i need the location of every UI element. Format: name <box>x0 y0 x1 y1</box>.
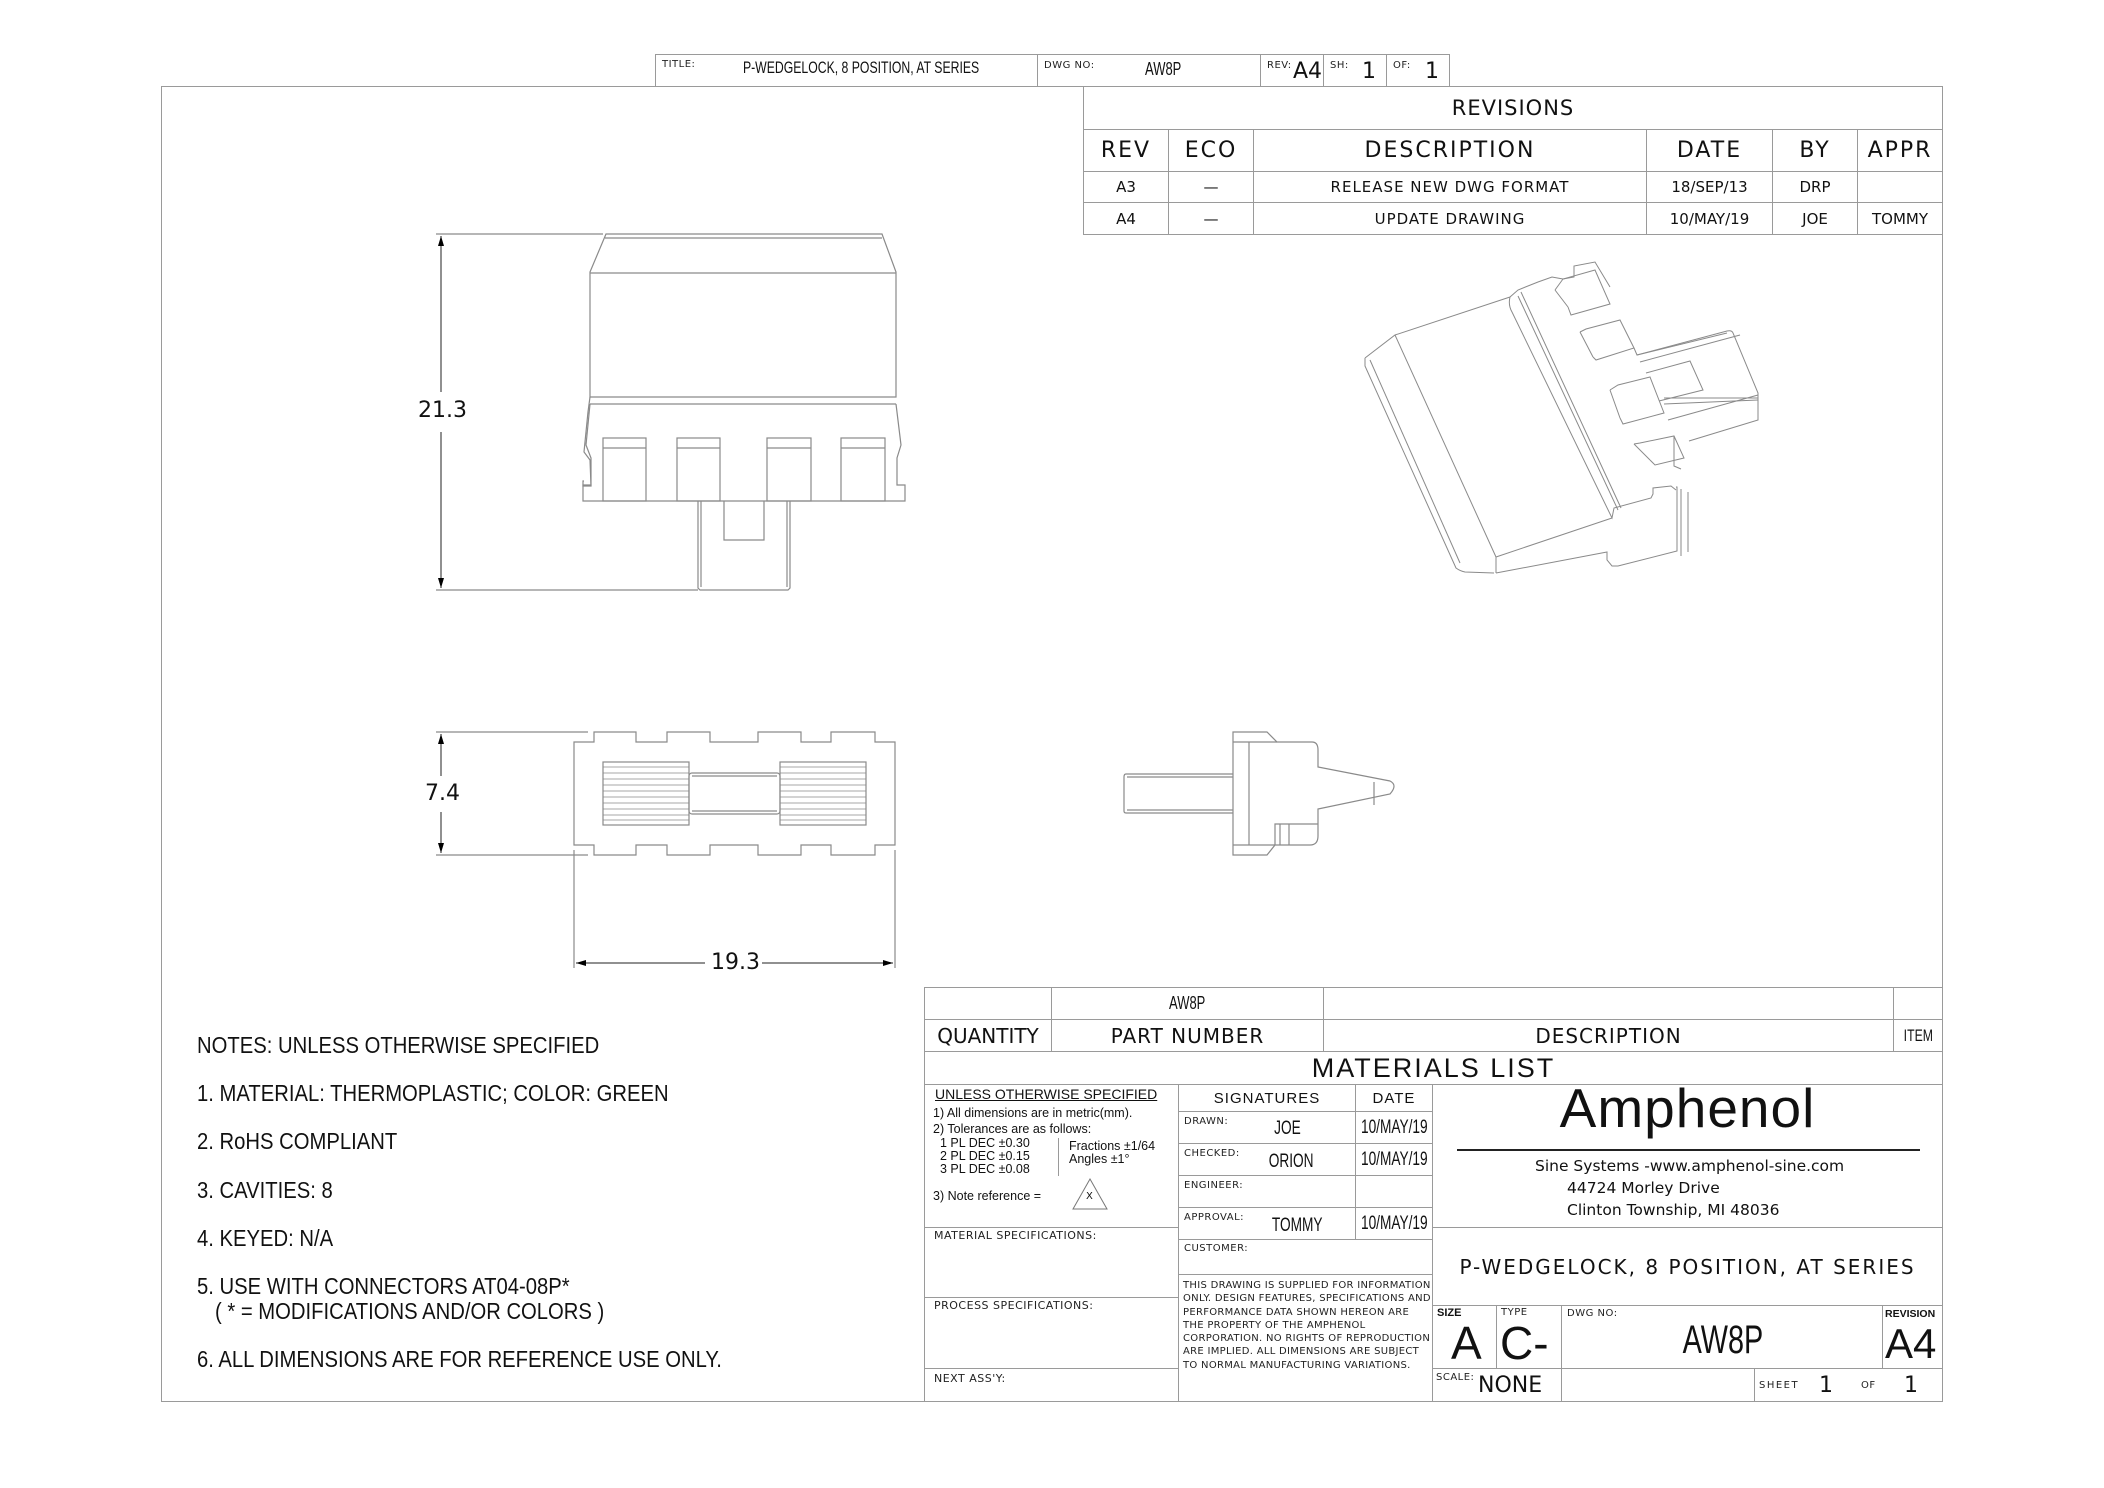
tolerance-dec2: 2 PL DEC ±0.15 <box>940 1149 1030 1163</box>
signature-date: 10/MAY/19 <box>1355 1143 1433 1176</box>
tolerance-angles: Angles ±1° <box>1069 1152 1130 1166</box>
top-of-cell: OF: 1 <box>1386 54 1450 87</box>
revisions-title: REVISIONS <box>1083 86 1943 130</box>
table-row-by: DRP <box>1772 171 1858 203</box>
signatures-date-header: DATE <box>1355 1084 1433 1112</box>
signature-date: 10/MAY/19 <box>1355 1207 1433 1240</box>
signature-date <box>1355 1175 1433 1208</box>
size-cell: SIZE A <box>1432 1305 1497 1369</box>
ml-part-number-value: AW8P <box>1051 987 1324 1020</box>
tolerance-dec3: 3 PL DEC ±0.08 <box>940 1162 1030 1176</box>
note-reference-label: 3) Note reference = <box>933 1189 1042 1203</box>
tolerance-line: 2) Tolerances are as follows: <box>933 1122 1092 1136</box>
note-item-continuation: ( * = MODIFICATIONS AND/OR COLORS ) <box>215 1298 605 1324</box>
signature-date: 10/MAY/19 <box>1355 1111 1433 1144</box>
sh-label: SH: <box>1330 60 1349 71</box>
table-row-description: RELEASE NEW DWG FORMAT <box>1253 171 1647 203</box>
title-label: TITLE: <box>662 59 696 70</box>
customer-cell: CUSTOMER: <box>1178 1239 1433 1275</box>
rev-header-description: DESCRIPTION <box>1253 129 1647 172</box>
rev-header-by: BY <box>1772 129 1858 172</box>
table-row-rev: A4 <box>1083 202 1169 235</box>
top-sheet-cell: SH: 1 <box>1323 54 1387 87</box>
table-row-rev: A3 <box>1083 171 1169 203</box>
note-item: 5. USE WITH CONNECTORS AT04-08P* <box>197 1273 570 1299</box>
table-row-date: 10/MAY/19 <box>1646 202 1773 235</box>
signatures-header: SIGNATURES <box>1178 1084 1356 1112</box>
table-row-appr: TOMMY <box>1857 202 1943 235</box>
rev-header-date: DATE <box>1646 129 1773 172</box>
drawing-title: P-WEDGELOCK, 8 POSITION, AT SERIES <box>1432 1227 1943 1306</box>
material-spec-cell: MATERIAL SPECIFICATIONS: <box>924 1227 1179 1298</box>
table-row-by: JOE <box>1772 202 1858 235</box>
table-row-eco: — <box>1168 171 1254 203</box>
of-label: OF: <box>1393 60 1411 71</box>
dwg-no-label: DWG NO: <box>1044 60 1095 71</box>
signature-row: DRAWN: JOE <box>1178 1111 1356 1144</box>
process-spec-cell: PROCESS SPECIFICATIONS: <box>924 1297 1179 1369</box>
note-reference-symbol: X <box>1086 1191 1093 1202</box>
scale-cell: SCALE: NONE <box>1432 1368 1562 1402</box>
tolerance-fractions: Fractions ±1/64 <box>1069 1139 1156 1153</box>
next-assy-cell: NEXT ASS'Y: <box>924 1368 1179 1402</box>
amphenol-logo: Amphenol <box>1559 1077 1816 1139</box>
ml-header-description: DESCRIPTION <box>1323 1019 1894 1052</box>
note-reference-triangle-icon <box>1072 1177 1108 1210</box>
dimension-thickness-label: 7.4 <box>425 781 460 806</box>
top-rev-cell: REV: A4 <box>1260 54 1324 87</box>
blank-cell <box>1561 1368 1755 1402</box>
ml-empty-desc <box>1323 987 1894 1020</box>
ml-empty-item <box>1893 987 1943 1020</box>
note-item: 2. RoHS COMPLIANT <box>197 1128 398 1154</box>
note-item: 6. ALL DIMENSIONS ARE FOR REFERENCE USE … <box>197 1346 722 1372</box>
note-item: 4. KEYED: N/A <box>197 1225 334 1251</box>
company-address2: Clinton Township, MI 48036 <box>1567 1201 1780 1219</box>
notes-heading: NOTES: UNLESS OTHERWISE SPECIFIED <box>197 1032 600 1058</box>
table-row-appr <box>1857 171 1943 203</box>
dimension-width-label: 19.3 <box>711 950 760 975</box>
revision-cell: REVISION A4 <box>1882 1305 1943 1369</box>
table-row-description: UPDATE DRAWING <box>1253 202 1647 235</box>
sheet-cell: SHEET 1 OF 1 <box>1754 1368 1943 1402</box>
type-cell: TYPE C- <box>1496 1305 1562 1369</box>
rev-header-eco: ECO <box>1168 129 1254 172</box>
ml-header-part-number: PART NUMBER <box>1051 1019 1324 1052</box>
disclaimer-cell: THIS DRAWING IS SUPPLIED FOR INFORMATION… <box>1178 1274 1433 1402</box>
signature-row: APPROVAL: TOMMY <box>1178 1207 1356 1240</box>
ml-header-item: ITEM <box>1893 1019 1943 1052</box>
company-division: Sine Systems -www.amphenol-sine.com <box>1535 1157 1845 1175</box>
tolerance-line: 1) All dimensions are in metric(mm). <box>933 1106 1133 1120</box>
disclaimer-text: THIS DRAWING IS SUPPLIED FOR INFORMATION… <box>1183 1280 1431 1371</box>
table-row-eco: — <box>1168 202 1254 235</box>
signature-row: ENGINEER: <box>1178 1175 1356 1208</box>
note-item: 1. MATERIAL: THERMOPLASTIC; COLOR: GREEN <box>197 1080 669 1106</box>
top-title-cell: TITLE: P-WEDGELOCK, 8 POSITION, AT SERIE… <box>655 54 1038 87</box>
dwg-no-value: AW8P <box>1145 59 1182 79</box>
top-dwgno-cell: DWG NO: AW8P <box>1037 54 1261 87</box>
rev-header-rev: REV <box>1083 129 1169 172</box>
sh-value: 1 <box>1362 59 1376 84</box>
ml-header-quantity: QUANTITY <box>924 1019 1052 1052</box>
company-address1: 44724 Morley Drive <box>1567 1179 1720 1197</box>
tolerances-heading: UNLESS OTHERWISE SPECIFIED <box>935 1086 1158 1102</box>
table-row-date: 18/SEP/13 <box>1646 171 1773 203</box>
dwg-no-cell: DWG NO: AW8P <box>1561 1305 1883 1369</box>
rev-header-appr: APPR <box>1857 129 1943 172</box>
title-value: P-WEDGELOCK, 8 POSITION, AT SERIES <box>742 58 980 77</box>
tolerance-dec1: 1 PL DEC ±0.30 <box>940 1136 1030 1150</box>
rev-value: A4 <box>1293 59 1323 84</box>
signature-row: CHECKED: ORION <box>1178 1143 1356 1176</box>
of-value: 1 <box>1425 59 1439 84</box>
note-item: 3. CAVITIES: 8 <box>197 1177 333 1203</box>
dimension-height-label: 21.3 <box>418 398 467 423</box>
rev-label: REV: <box>1267 60 1292 71</box>
ml-empty-qty <box>924 987 1052 1020</box>
